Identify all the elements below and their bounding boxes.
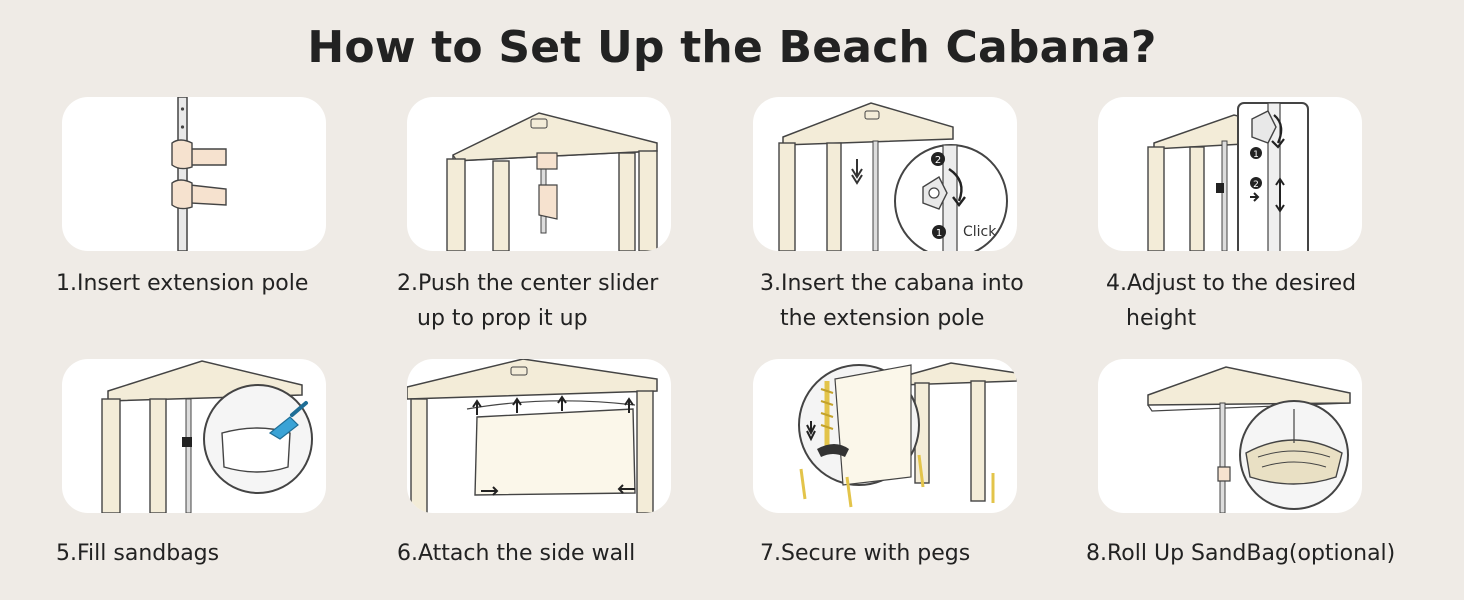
step-4-subtitle: height [1126,306,1197,331]
scoop-icon [101,360,313,513]
marker-1-label: 1 [936,228,942,239]
step-4-caption: 4.Adjust to the desired height [1106,266,1356,336]
step-5-caption: 5.Fill sandbags [56,536,219,571]
step-6-illustration [407,359,671,513]
step-6-caption: 6.Attach the side wall [397,536,635,571]
step-7-illustration [753,359,1017,513]
step-4-title: 4.Adjust to the desired [1106,271,1357,296]
page-title: How to Set Up the Beach Cabana? [307,22,1157,73]
step-7-caption: 7.Secure with pegs [760,536,970,571]
step-2-title: 2.Push the center slider [397,271,659,296]
step-2-subtitle: up to prop it up [417,306,588,331]
click-label: Click [963,224,997,240]
step-4-illustration: 1 2 [1098,97,1362,251]
hands-pole-icon [171,97,227,251]
sandbag-icon [1147,366,1351,513]
magnifier-callout-icon: 2 1 Click [778,102,1008,251]
step-3-subtitle: the extension pole [780,306,985,331]
marker-2-label: 2 [935,155,941,166]
step-1-illustration [62,97,326,251]
step-8-illustration [1098,359,1362,513]
step-1-title: 1.Insert extension pole [56,271,309,296]
step-2-illustration [407,97,671,251]
step-2-caption: 2.Push the center slider up to prop it u… [397,266,658,336]
step-5-title: 5.Fill sandbags [56,541,220,566]
canopy-icon [446,112,658,251]
step-5-illustration [62,359,326,513]
adjust-height-icon: 1 2 [1147,102,1309,251]
step-8-title: 8.Roll Up SandBag(optional) [1086,541,1396,566]
step-7-title: 7.Secure with pegs [760,541,971,566]
step-3-illustration: 2 1 Click [753,97,1017,251]
step-3-caption: 3.Insert the cabana into the extension p… [760,266,1024,336]
side-wall-icon [407,359,658,513]
step-1-caption: 1.Insert extension pole [56,266,308,301]
step-8-caption: 8.Roll Up SandBag(optional) [1086,536,1395,571]
step-6-title: 6.Attach the side wall [397,541,636,566]
marker-1-label: 1 [1253,150,1259,160]
marker-2-label: 2 [1253,180,1259,190]
peg-icon [798,362,1017,508]
step-3-title: 3.Insert the cabana into [760,271,1024,296]
